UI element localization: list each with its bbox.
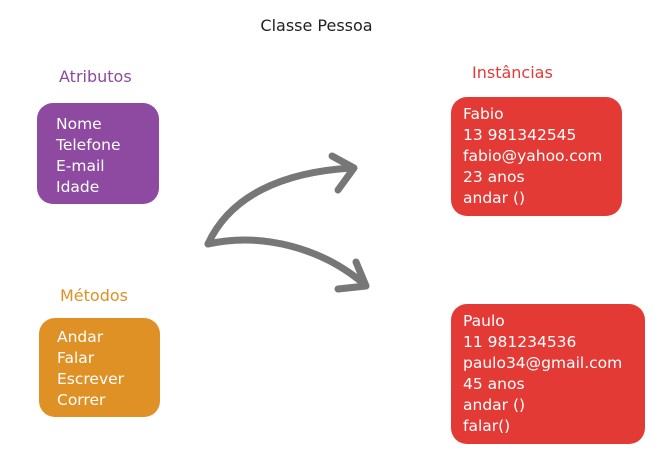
arrow-down-head-icon <box>334 258 370 293</box>
atributo-item: Idade <box>56 178 100 196</box>
instance-name: Fabio <box>463 105 504 123</box>
metodo-item: Correr <box>57 391 106 409</box>
instance-name: Paulo <box>463 312 505 330</box>
metodos-box: Andar Falar Escrever Correr <box>39 318 160 417</box>
atributo-item: E-mail <box>56 157 105 175</box>
instance-paulo-box: Paulo 11 981234536 paulo34@gmail.com 45 … <box>451 304 645 444</box>
instance-email: fabio@yahoo.com <box>463 147 603 165</box>
instance-phone: 13 981342545 <box>463 126 577 144</box>
instance-method: andar () <box>463 189 526 207</box>
instancias-label: Instâncias <box>472 63 553 82</box>
atributo-item: Nome <box>56 115 102 133</box>
arrow-down-curve <box>204 236 368 288</box>
instance-email: paulo34@gmail.com <box>463 354 623 372</box>
instance-age: 45 anos <box>463 375 525 393</box>
instance-fabio-box: Fabio 13 981342545 fabio@yahoo.com 23 an… <box>451 97 622 216</box>
metodo-item: Escrever <box>57 370 125 388</box>
instance-method: falar() <box>463 417 511 435</box>
metodos-label: Métodos <box>60 286 128 305</box>
instance-age: 23 anos <box>463 168 525 186</box>
arrow-up-head-icon <box>328 152 358 194</box>
diagram-title: Classe Pessoa <box>260 16 373 35</box>
arrow-up-curve <box>204 164 356 248</box>
atributos-label: Atributos <box>59 67 132 86</box>
instance-method: andar () <box>463 396 526 414</box>
instance-phone: 11 981234536 <box>463 333 577 351</box>
metodo-item: Andar <box>57 328 104 346</box>
atributos-box: Nome Telefone E-mail Idade <box>37 103 159 204</box>
metodo-item: Falar <box>57 349 95 367</box>
atributo-item: Telefone <box>56 136 121 154</box>
